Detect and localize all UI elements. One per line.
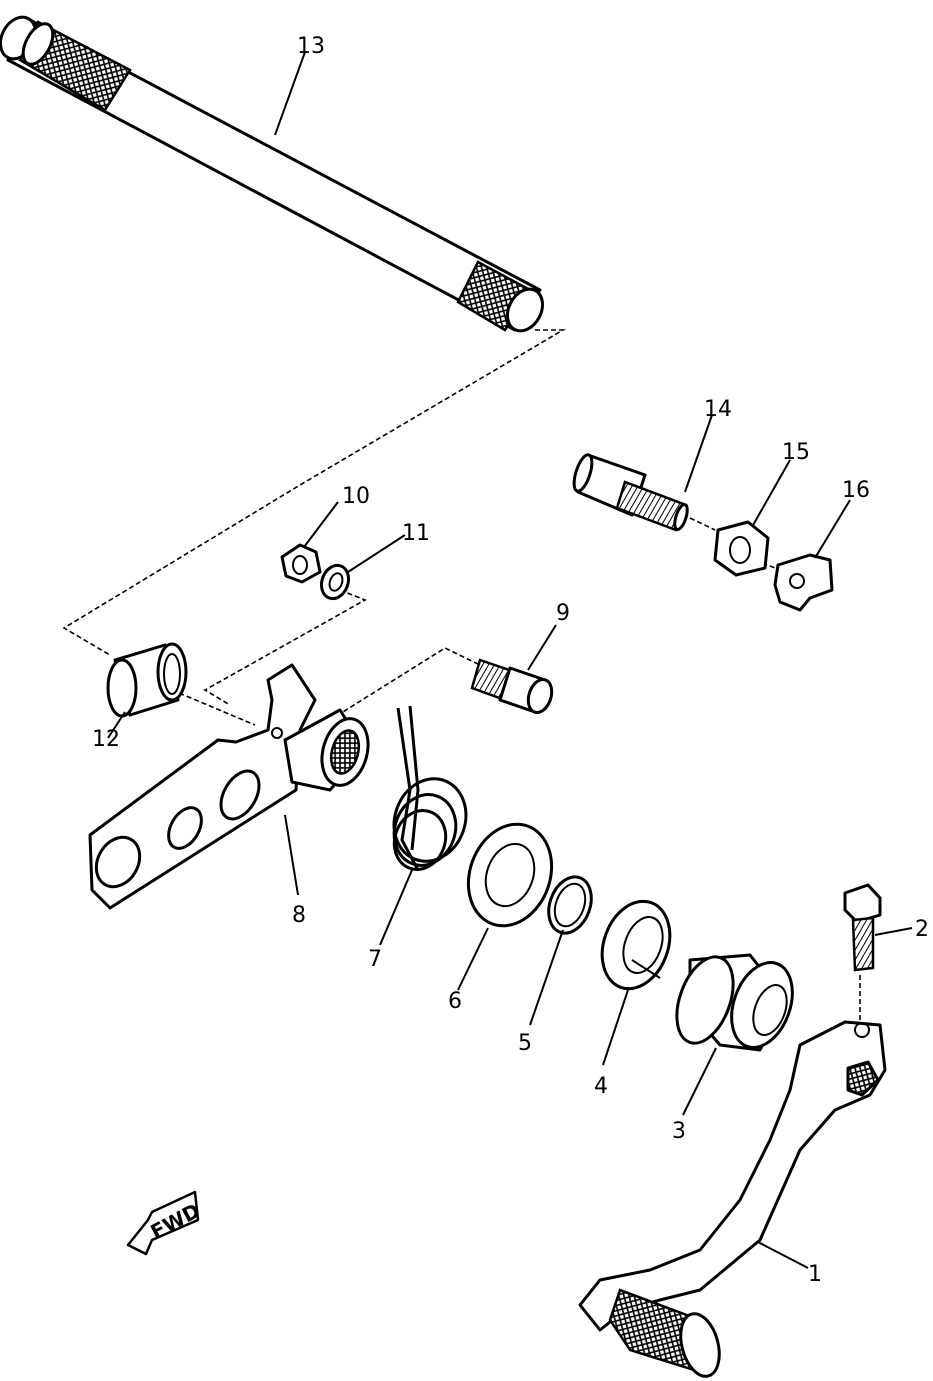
callout-1: 1 bbox=[808, 1262, 822, 1287]
kick-shaft bbox=[0, 15, 545, 333]
nut bbox=[713, 520, 770, 577]
fwd-direction-marker: FWD bbox=[126, 1190, 204, 1256]
callout-7: 7 bbox=[368, 947, 382, 972]
bushing bbox=[106, 642, 188, 718]
callout-16: 16 bbox=[842, 478, 870, 503]
callout-5: 5 bbox=[518, 1031, 532, 1056]
callout-8: 8 bbox=[292, 903, 306, 928]
oil-seal bbox=[600, 899, 672, 991]
callout-4: 4 bbox=[594, 1074, 608, 1099]
callout-3: 3 bbox=[672, 1119, 686, 1144]
large-washer bbox=[466, 822, 554, 928]
callout-labels: 1 2 3 4 5 6 7 8 9 10 11 12 13 14 15 16 bbox=[92, 34, 929, 1287]
collar bbox=[675, 953, 794, 1052]
callout-14: 14 bbox=[704, 397, 732, 422]
lock-washer bbox=[773, 553, 834, 612]
callout-12: 12 bbox=[92, 727, 120, 752]
callout-6: 6 bbox=[448, 989, 462, 1014]
callout-13: 13 bbox=[297, 34, 325, 59]
small-nut bbox=[280, 543, 322, 584]
callout-9: 9 bbox=[556, 601, 570, 626]
stopper-pin bbox=[470, 658, 554, 715]
pivot-bolt bbox=[572, 453, 689, 532]
callout-15: 15 bbox=[782, 440, 810, 465]
circlip bbox=[547, 875, 593, 935]
callout-2: 2 bbox=[915, 917, 929, 942]
callout-11: 11 bbox=[402, 521, 430, 546]
return-spring bbox=[392, 705, 468, 871]
clamp-bolt bbox=[843, 883, 882, 972]
small-washer bbox=[319, 563, 351, 601]
kick-lever-plate bbox=[88, 663, 370, 910]
callout-10: 10 bbox=[342, 484, 370, 509]
kick-crank bbox=[578, 1020, 887, 1378]
arrow-left-icon bbox=[126, 1190, 200, 1256]
